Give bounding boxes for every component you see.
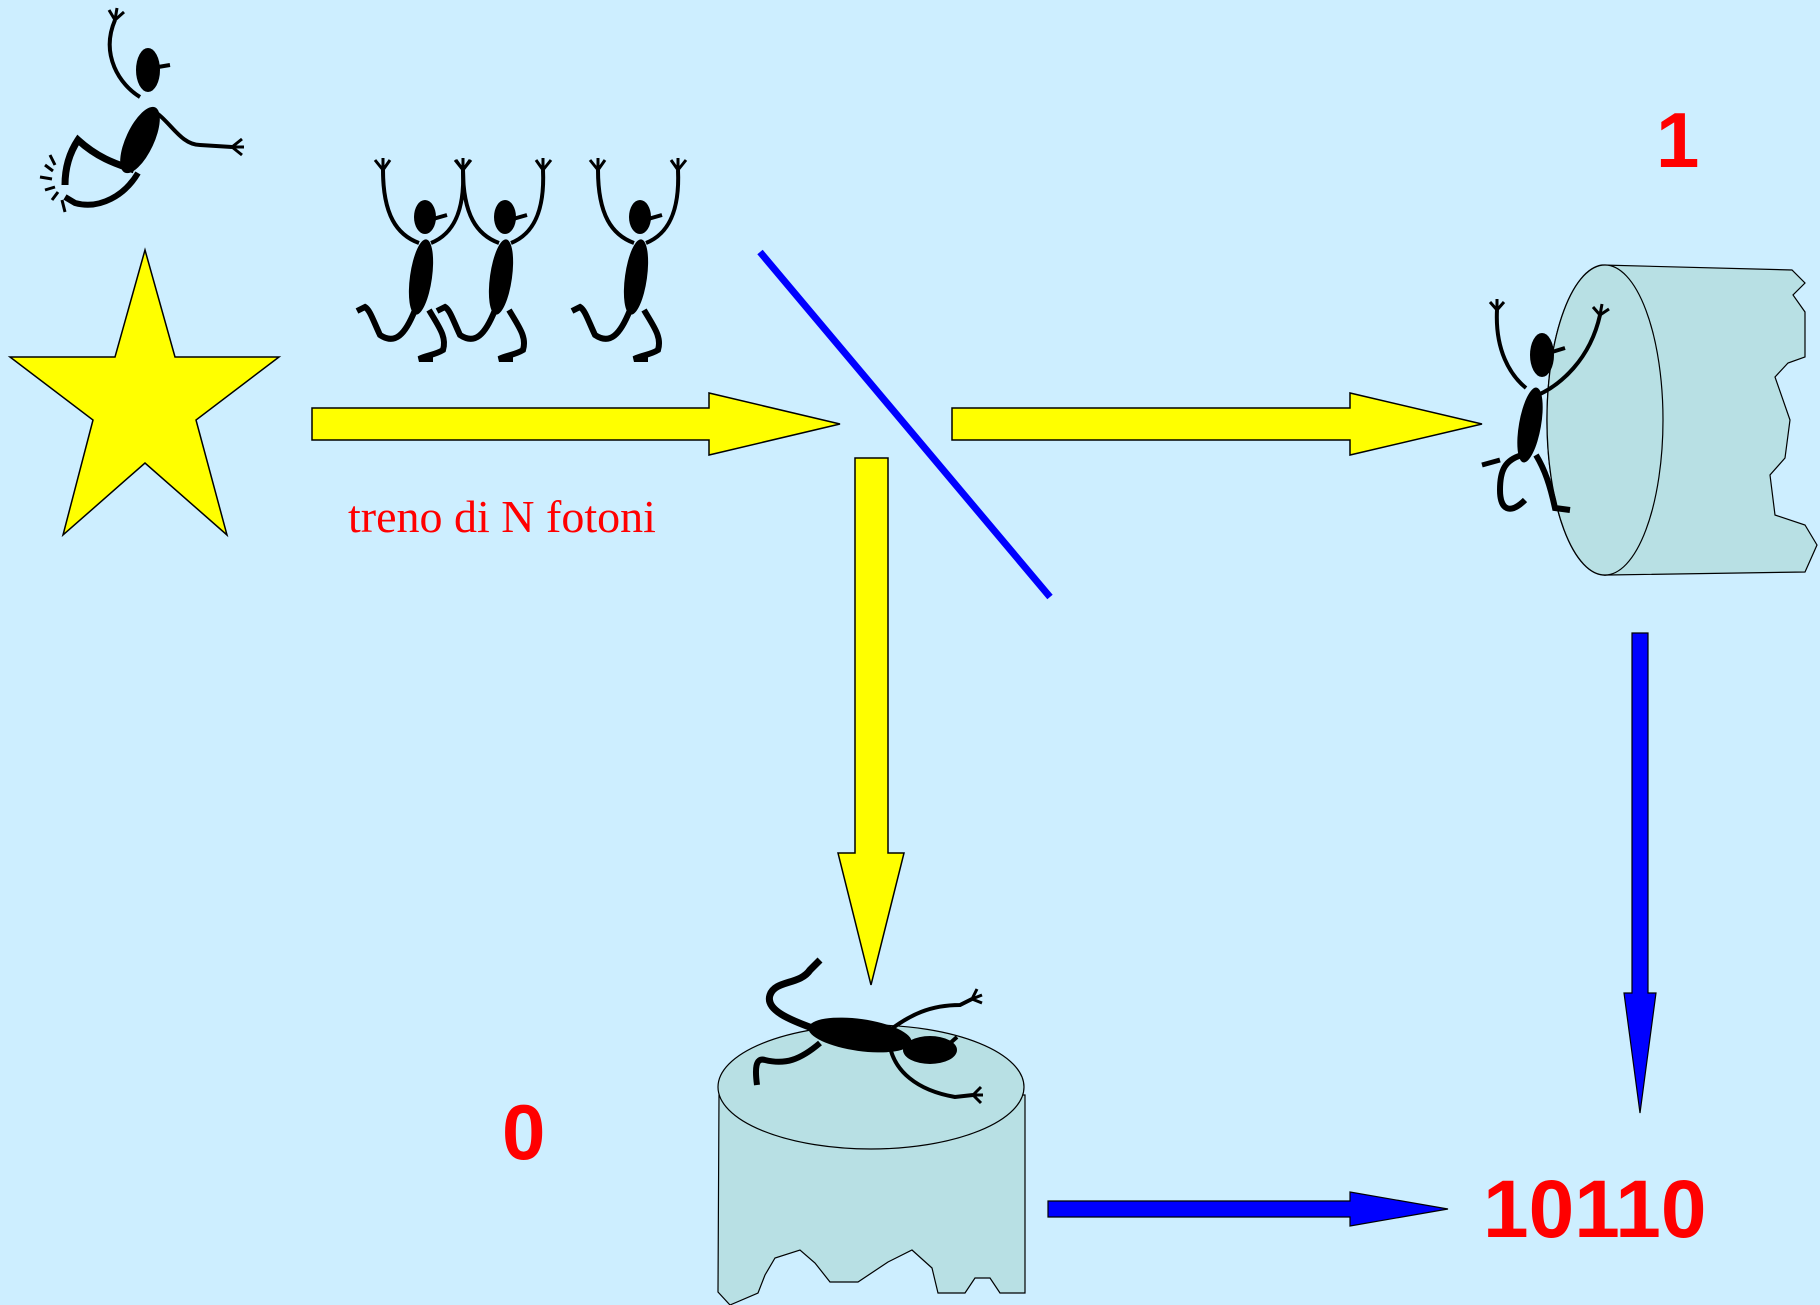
outcome-label-reflected: 0: [502, 1088, 546, 1176]
star-icon: [7, 247, 282, 538]
cylinder-detector-icon-right: [1546, 264, 1818, 576]
reflected-beam-arrow: [837, 457, 905, 986]
cylinder-detector-icon-bottom: [717, 1024, 1026, 1305]
outcome-label-transmitted: 1: [1656, 96, 1700, 184]
detected-figure-icon-bottom: [753, 957, 983, 1105]
photon-figure-3: [572, 158, 686, 359]
incoming-beam-arrow: [311, 392, 841, 456]
transmitted-beam-arrow: [951, 392, 1483, 456]
falling-figure-icon: [39, 7, 244, 213]
photon-figure-1: [357, 158, 471, 359]
beam-splitter: [757, 249, 1053, 600]
result-bit-string: 10110: [1483, 1164, 1707, 1255]
output-arrow-horizontal: [1047, 1191, 1449, 1227]
photon-figure-2: [437, 158, 551, 359]
detected-figure-icon-right: [1481, 299, 1610, 513]
output-arrow-vertical: [1623, 632, 1657, 1114]
photon-train-caption: treno di N fotoni: [348, 491, 656, 542]
